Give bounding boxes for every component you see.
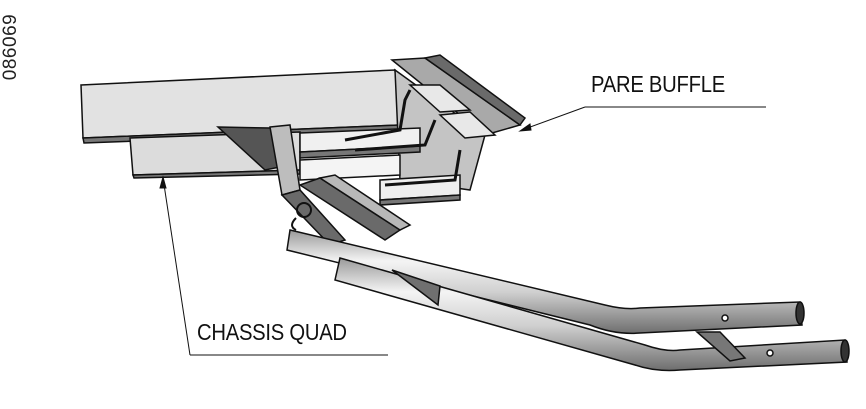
label-chassis-quad: CHASSIS QUAD xyxy=(197,319,347,345)
chassis-quad-leader xyxy=(159,175,388,356)
label-pare-buffle: PARE BUFFLE xyxy=(591,71,725,97)
locking-pin xyxy=(291,202,312,231)
quad-tube-frame xyxy=(286,229,850,372)
lower-tube xyxy=(334,257,848,372)
pare-buffle-leader xyxy=(518,106,766,132)
upper-tube xyxy=(286,229,803,335)
mounting-brackets xyxy=(216,124,347,246)
pare-buffle-frame xyxy=(298,54,527,241)
